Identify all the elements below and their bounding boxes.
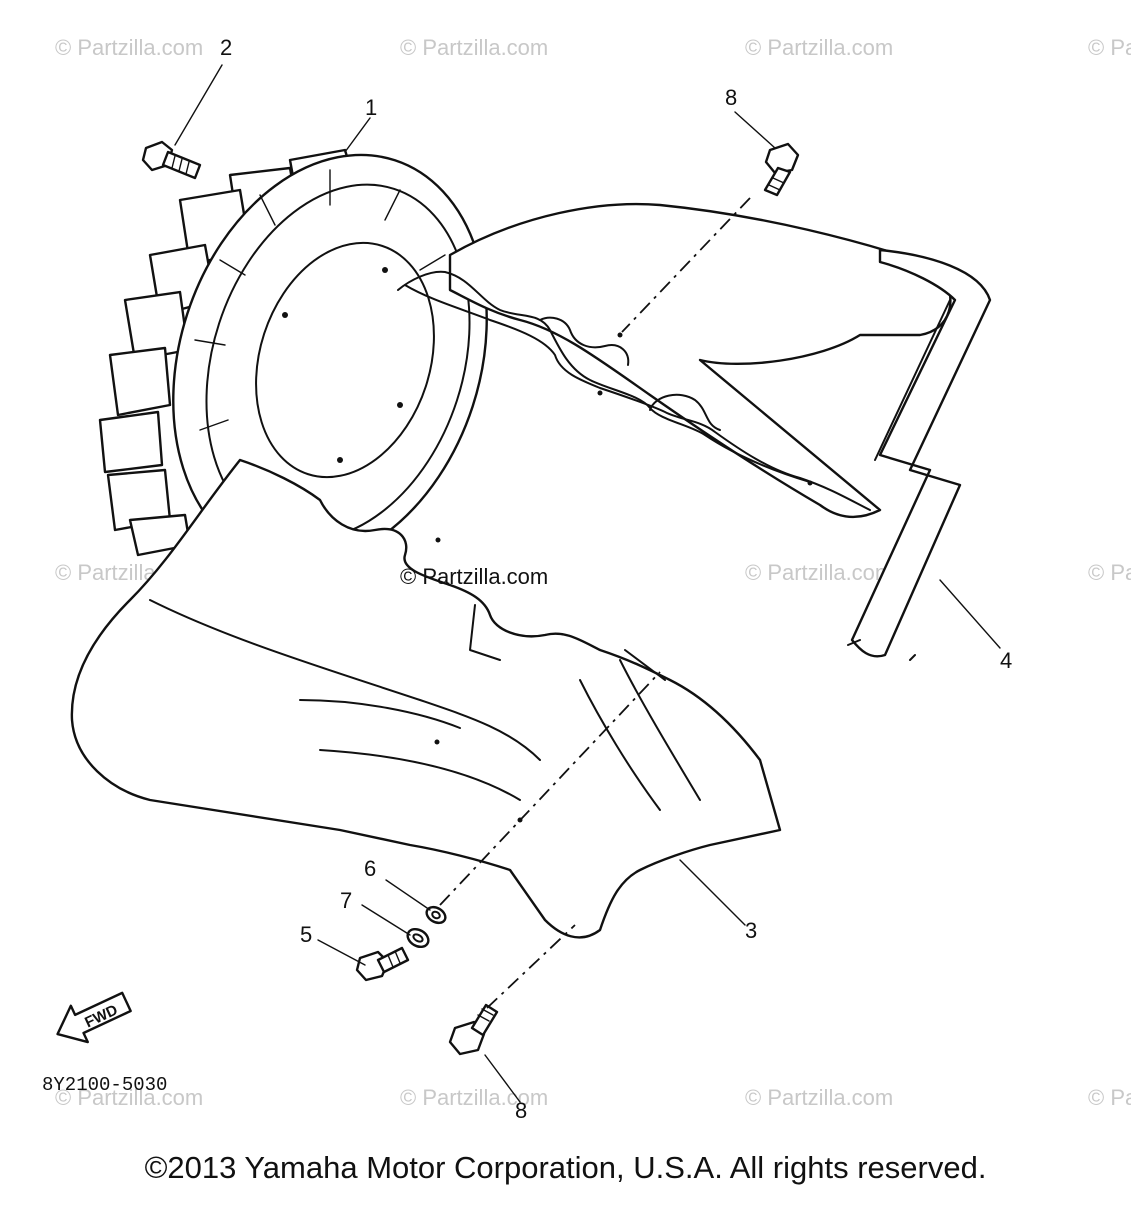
flywheel-part <box>98 148 488 567</box>
washer-a <box>425 905 447 925</box>
callout-8: 8 <box>725 85 737 110</box>
copyright-notice: ©2013 Yamaha Motor Corporation, U.S.A. A… <box>144 1150 987 1185</box>
watermark-text: © Partzilla.com <box>1088 1085 1131 1110</box>
watermark-text: © Partzilla.com <box>745 560 893 585</box>
callout-7: 7 <box>340 888 352 913</box>
watermark-text: © Partzilla.com <box>1088 35 1131 60</box>
watermark-text: © Partzilla.com <box>55 1085 203 1110</box>
lower-cover-part <box>70 458 782 939</box>
watermark-text: © Partzilla.com <box>745 35 893 60</box>
bolt-top-left <box>141 140 202 180</box>
callout-4: 4 <box>1000 648 1012 673</box>
watermark-text: © Partzilla.com <box>400 1085 548 1110</box>
watermark-text: © Partzilla.com <box>55 35 203 60</box>
callout-5: 5 <box>300 922 312 947</box>
watermark-text: © Partzilla.com <box>400 35 548 60</box>
assembly-lines <box>439 197 751 1009</box>
leader-lines <box>174 64 1001 1103</box>
callout-1: 1 <box>365 95 377 120</box>
fwd-arrow-icon: FWD <box>56 991 132 1044</box>
watermark-text: © Partzilla.com <box>1088 560 1131 585</box>
callout-2: 2 <box>220 35 232 60</box>
diagram-code: 8Y2100-5030 <box>42 1074 168 1096</box>
callout-layer: 2 1 8 4 3 6 7 5 8 <box>220 35 1012 1123</box>
watermark-text: © Partzilla.com <box>745 1085 893 1110</box>
bolt-bottom <box>448 1003 499 1056</box>
callout-6: 6 <box>364 856 376 881</box>
upper-cover-part <box>397 202 952 519</box>
callout-8: 8 <box>515 1098 527 1123</box>
side-strap-part <box>847 248 992 661</box>
bolt-left <box>355 946 410 982</box>
bolt-top-right <box>763 142 800 197</box>
flywheel-bore <box>255 241 435 479</box>
callout-3: 3 <box>745 918 757 943</box>
center-watermark: © Partzilla.com <box>400 564 548 589</box>
washer-b <box>406 927 430 949</box>
watermark-layer: © Partzilla.com © Partzilla.com © Partzi… <box>55 35 1131 1110</box>
